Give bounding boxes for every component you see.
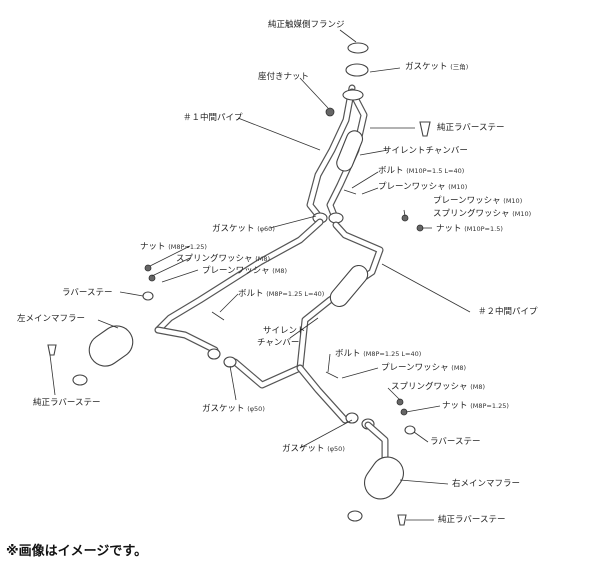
rubber-stay-top-part [419,121,431,137]
rubber-stay-l-part [142,291,154,301]
image-note: ※画像はイメージです。 [6,544,148,559]
label-plain-washer-r2: プレーンワッシャ (M10) [433,196,523,206]
label-rubber-stay-br: 純正ラバーステー [438,515,506,525]
label-nut-m-spec: (M8P=1.25) [470,402,509,410]
label-silent-chamber2-a: サイレント [263,326,306,336]
label-pipe-2: ＃２中間パイプ [478,307,538,317]
bolt-l-part [211,311,225,321]
washer-l-part [148,274,156,282]
label-bolt-l-spec: (M8P=1.25 L=40) [266,290,325,298]
silent-chamber-2 [329,264,369,308]
label-bolt-r: ボルト (M10P=1.5 L=40) [378,166,465,176]
label-rubber-stay-r: ラバーステー [430,437,481,447]
label-pipe-1: ＃１中間パイプ [183,113,243,123]
label-plain-washer-l-spec: (M8) [272,267,288,275]
label-silent-chamber2-b: チャンバー [257,338,300,348]
label-spring-washer-l-spec: (M8) [255,255,271,263]
bolt-m-part [325,371,339,379]
label-bolt-m: ボルト (M8P=1.25 L=40) [335,349,422,359]
label-spring-washer-m: スプリングワッシャ (M8) [391,382,486,392]
leader-lines [49,29,471,521]
label-bolt-m-spec: (M8P=1.25 L=40) [363,350,422,358]
nut-l-part [144,264,152,272]
label-spring-washer-l: スプリングワッシャ (M8) [176,254,271,264]
label-plain-washer-r: プレーンワッシャ (M10) [378,182,468,192]
label-left-muffler: 左メインマフラー [17,314,86,324]
label-plain-washer-l: プレーンワッシャ (M8) [202,266,288,276]
bolt-r-part [343,189,357,195]
seat-nut-part [325,107,335,117]
rubber-stay-bl-part [47,344,57,356]
label-nut-r-spec: (M10P=1.5) [464,225,503,233]
label-gasket-50b-spec: (φ50) [327,445,345,453]
label-spring-washer-m-spec: (M8) [470,383,486,391]
left-muffler-part [72,325,219,386]
gasket-triangle-part [345,63,369,77]
silent-chamber-1 [336,130,364,172]
rubber-stay-br-part [397,514,407,526]
label-nut-m: ナット (M8P=1.25) [442,401,509,411]
label-plain-washer-m-spec: (M8) [451,364,467,372]
label-gasket-60-spec: (φ60) [257,225,275,233]
label-right-muffler: 右メインマフラー [452,479,521,489]
label-gasket-top: ガスケット (三角) [405,62,469,72]
label-plain-washer-r-spec: (M10) [448,183,468,191]
pipe-1-flange [342,89,364,101]
label-gasket-50a: ガスケット (φ50) [202,404,265,414]
label-nut-l-spec: (M8P=1.25) [168,243,207,251]
label-bolt-l: ボルト (M8P=1.25 L=40) [238,289,325,299]
pipe-2 [154,218,384,424]
washer-m-part [396,398,404,406]
label-rubber-stay-top: 純正ラバーステー [437,123,505,133]
label-spring-washer-r: スプリングワッシャ (M10) [433,209,532,219]
label-bolt-r-spec: (M10P=1.5 L=40) [406,167,465,175]
label-spring-washer-r-spec: (M10) [512,210,532,218]
rubber-stay-r-part [404,425,416,435]
label-nut-l: ナット (M8P=1.25) [140,242,207,252]
label-nut-r: ナット (M10P=1.5) [436,224,503,234]
gasket-50-left-b [223,356,237,368]
label-rubber-stay-bl: 純正ラバーステー [33,398,101,408]
label-plain-washer-m: プレーンワッシャ (M8) [381,363,467,373]
label-silent-chamber: サイレントチャンバー [383,146,468,156]
flange-part [347,42,369,54]
label-gasket-50b: ガスケット (φ50) [282,444,345,454]
gasket-50-right [345,412,359,424]
label-rubber-stay-l: ラバーステー [62,288,113,298]
gasket-50-left [207,348,221,360]
label-gasket-50a-spec: (φ50) [247,405,265,413]
label-seat-nut: 座付きナット [258,72,310,82]
label-gasket-top-spec: (三角) [450,63,469,71]
label-flange: 純正触媒側フランジ [268,20,345,30]
right-muffler-part [347,421,404,522]
label-gasket-60: ガスケット (φ60) [212,224,275,234]
